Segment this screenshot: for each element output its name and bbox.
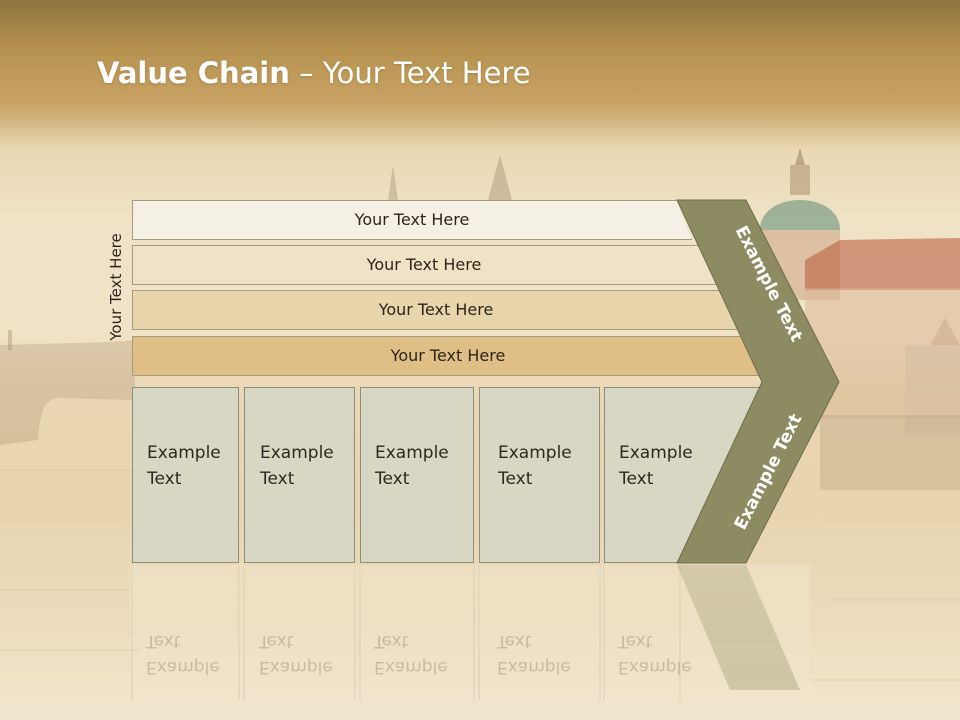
slide-title-rest: – Your Text Here bbox=[289, 56, 531, 90]
bar-3: Your Text Here bbox=[132, 290, 740, 330]
box-4: Example Text bbox=[479, 387, 600, 563]
bar-1-text: Your Text Here bbox=[354, 210, 470, 229]
box-2: Example Text bbox=[244, 387, 355, 563]
slide-title: Value Chain – Your Text Here bbox=[97, 56, 531, 90]
bar-4-text: Your Text Here bbox=[390, 346, 506, 365]
bar-2: Your Text Here bbox=[132, 245, 716, 285]
box-1-line2: Text bbox=[147, 469, 182, 489]
bar-4: Your Text Here bbox=[132, 336, 764, 376]
box-3-line1: Example bbox=[375, 443, 449, 463]
box-4-line1: Example bbox=[498, 443, 572, 463]
slide-title-bold: Value Chain bbox=[97, 56, 290, 90]
bar-2-text: Your Text Here bbox=[366, 255, 482, 274]
box-1-line1: Example bbox=[147, 443, 221, 463]
bar-3-text: Your Text Here bbox=[378, 300, 494, 319]
box-4-line2: Text bbox=[498, 469, 533, 489]
box-5-line2: Text bbox=[619, 469, 654, 489]
bar-1: Your Text Here bbox=[132, 200, 692, 240]
box-1: Example Text bbox=[132, 387, 239, 563]
box-2-line2: Text bbox=[260, 469, 295, 489]
box-3-line2: Text bbox=[375, 469, 410, 489]
box-3: Example Text bbox=[360, 387, 474, 563]
box-2-line1: Example bbox=[260, 443, 334, 463]
box-5-line1: Example bbox=[619, 443, 693, 463]
